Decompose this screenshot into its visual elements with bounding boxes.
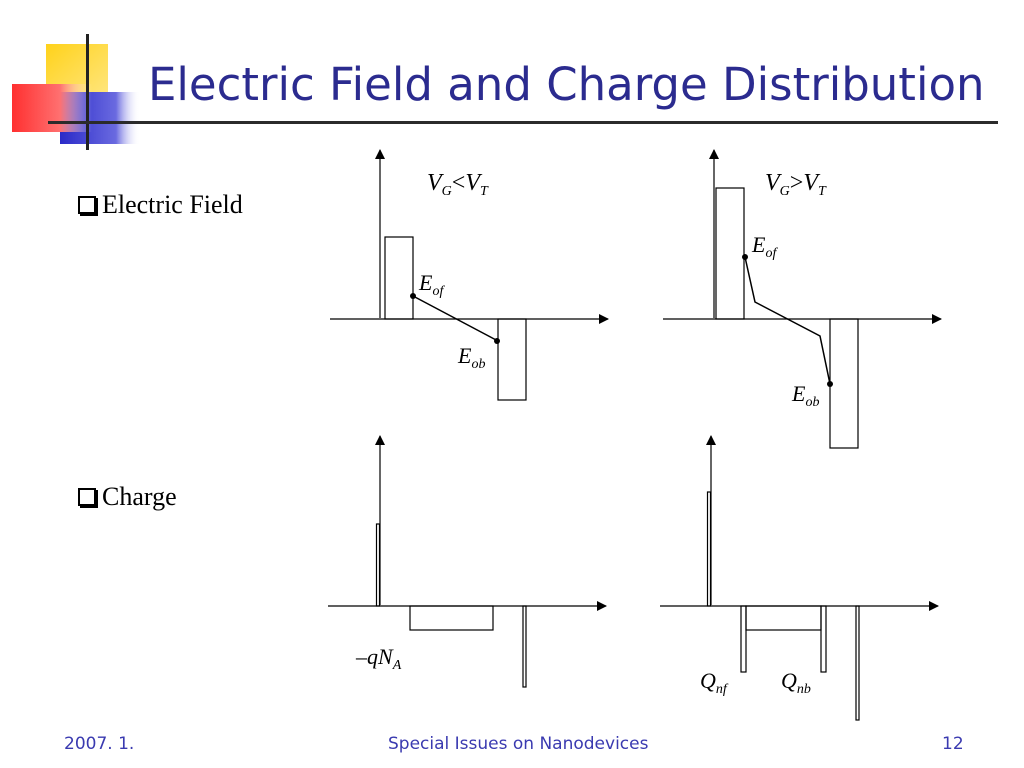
- field-profile-line: [744, 256, 831, 385]
- slide-logo: [12, 34, 140, 150]
- depletion-charge-box: [745, 605, 822, 631]
- bullet-charge: Charge: [78, 482, 177, 512]
- oxide-field-front-box: [715, 187, 745, 320]
- eof-label: Eof: [418, 270, 445, 299]
- oxide-field-front-box: [384, 236, 414, 320]
- qna-label: –qNA: [355, 644, 402, 673]
- field-plot-below-threshold: VG<VT Eof Eob: [330, 149, 609, 401]
- bullet-electric-field-label: Electric Field: [102, 190, 243, 219]
- bullet-electric-field: Electric Field: [78, 190, 243, 220]
- back-inversion-charge-bar: [820, 605, 827, 673]
- oxide-field-back-box: [497, 318, 527, 401]
- footer-course: Special Issues on Nanodevices: [388, 734, 649, 754]
- footer-page-number: 12: [942, 734, 964, 754]
- footer-date: 2007. 1.: [64, 734, 135, 754]
- field-slope-line: [412, 295, 499, 342]
- slide-title: Electric Field and Charge Distribution: [148, 58, 985, 111]
- eob-label: Eob: [791, 381, 819, 410]
- checkbox-bullet-icon: [78, 196, 96, 214]
- eof-label: Eof: [751, 232, 778, 261]
- depletion-charge-box: [409, 605, 494, 631]
- qnf-label: Qnf: [700, 668, 729, 697]
- eof-point: [410, 293, 416, 299]
- front-gate-charge-bar: [706, 491, 712, 607]
- title-underline: [48, 121, 998, 124]
- eob-label: Eob: [457, 343, 485, 372]
- charge-plot-below-threshold: –qNA: [328, 435, 607, 688]
- front-inversion-charge-bar: [740, 605, 747, 673]
- back-gate-charge-bar: [855, 605, 860, 721]
- bullet-charge-label: Charge: [102, 482, 177, 511]
- condition-label-above: VG>VT: [765, 170, 827, 199]
- qnb-label: Qnb: [781, 668, 811, 697]
- oxide-field-back-box: [829, 318, 859, 449]
- checkbox-bullet-icon: [78, 488, 96, 506]
- eof-point: [742, 254, 748, 260]
- charge-plot-above-threshold: Qnf Qnb: [660, 435, 939, 721]
- condition-label-below: VG<VT: [427, 170, 489, 199]
- front-gate-charge-bar: [375, 523, 381, 607]
- eob-point: [827, 381, 833, 387]
- back-gate-charge-bar: [522, 605, 527, 688]
- field-plot-above-threshold: VG>VT Eof Eob: [663, 149, 942, 449]
- eob-point: [494, 338, 500, 344]
